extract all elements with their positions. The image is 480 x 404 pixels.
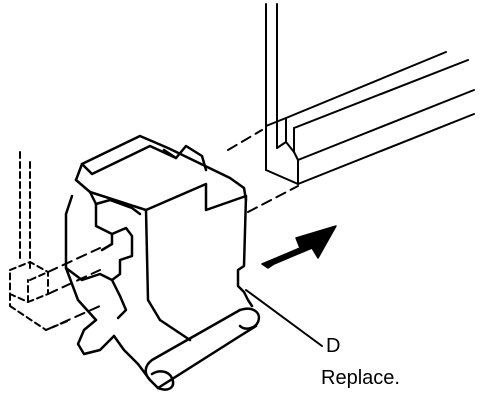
- alignment-guides: [45, 129, 299, 331]
- ghost-bracket: [9, 151, 71, 331]
- callout-label-d: D: [326, 335, 341, 357]
- insertion-arrow: [261, 225, 337, 269]
- callout-leader-line: [245, 289, 323, 347]
- mounting-rail: [265, 3, 475, 185]
- callout-instruction: Replace.: [321, 367, 400, 389]
- retaining-clip: [64, 134, 261, 391]
